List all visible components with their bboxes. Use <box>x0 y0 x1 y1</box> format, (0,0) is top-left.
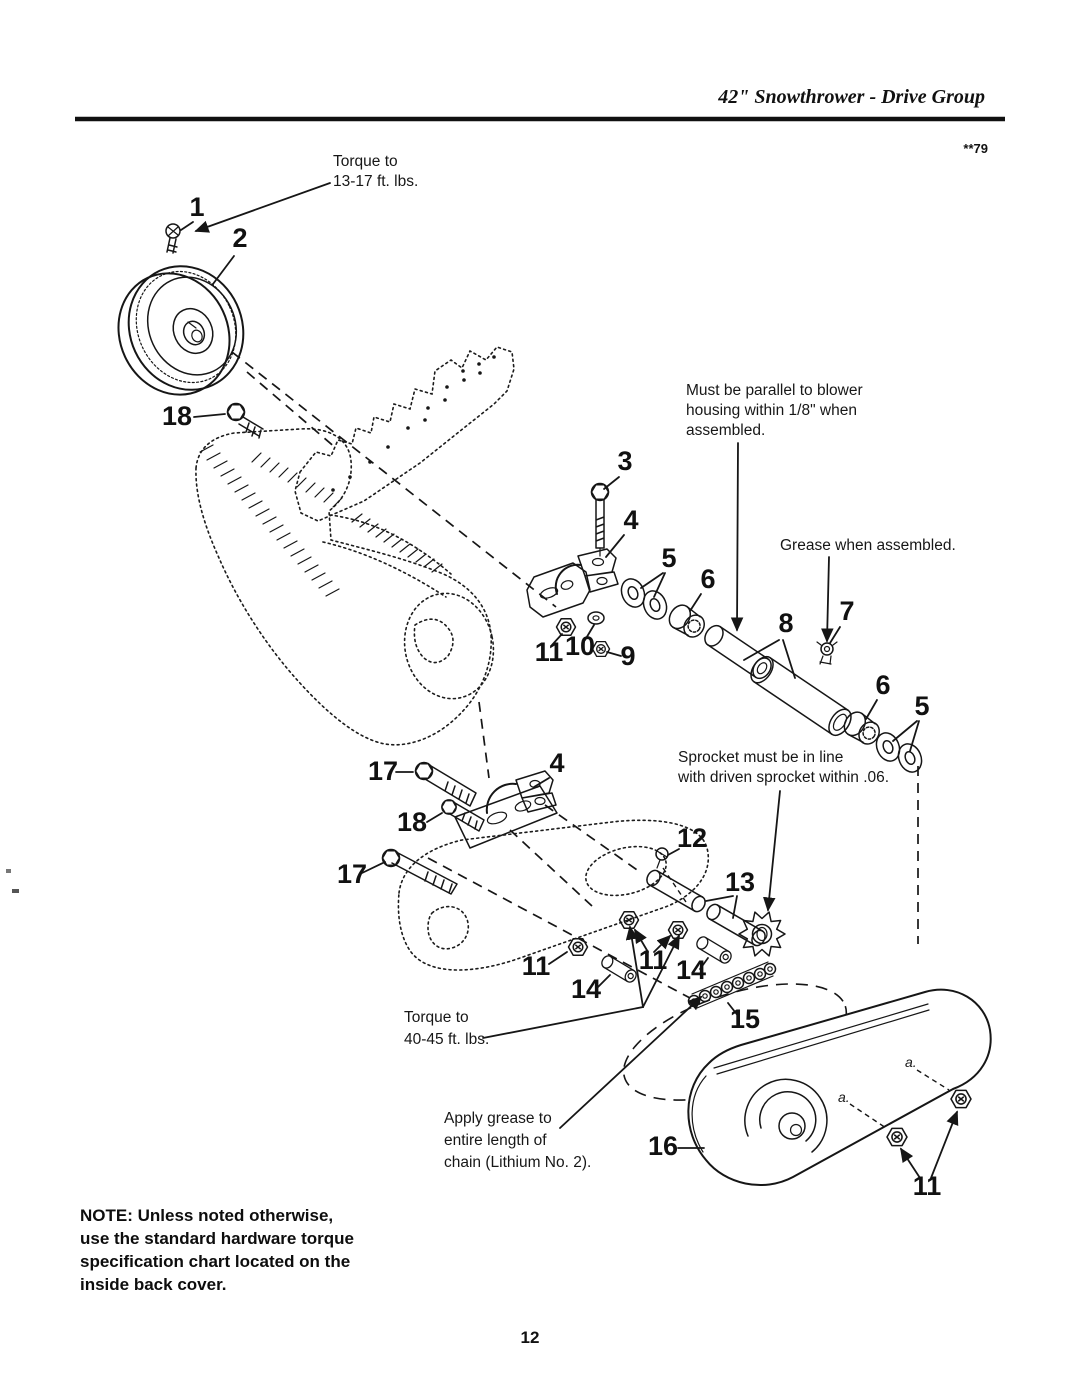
callout-6-upper: 6 <box>700 564 715 594</box>
page-code: **79 <box>963 141 988 156</box>
annotation-sprocket-2: with driven sprocket within .06. <box>677 769 889 786</box>
part-grease-fitting-7 <box>816 641 838 665</box>
callout-17-upper: 17 <box>368 756 398 786</box>
annotation-parallel-3: assembled. <box>686 422 765 439</box>
part-bolt-3 <box>590 482 610 557</box>
annotation-parallel-2: housing within 1/8" when <box>686 402 857 419</box>
callout-3: 3 <box>617 446 632 476</box>
callout-18-lower: 18 <box>397 807 427 837</box>
callout-numbers: 1 2 18 3 4 5 6 8 7 6 5 11 10 9 17 18 17 … <box>162 192 941 1201</box>
part-nut-11-cover-2 <box>950 1089 972 1109</box>
callout-1: 1 <box>189 192 204 222</box>
part-nut-11-cover-1 <box>886 1127 908 1147</box>
annotation-chain-grease-3: chain (Lithium No. 2). <box>444 1154 591 1171</box>
annotation-ref-a-1: a. <box>838 1089 850 1105</box>
annotation-texts: Torque to 13-17 ft. lbs. Must be paralle… <box>333 153 956 1171</box>
part-pulley <box>117 265 245 396</box>
callout-4-upper: 4 <box>623 505 638 535</box>
part-nut-11-mid-2 <box>667 921 689 939</box>
footer-note: NOTE: Unless noted otherwise, use the st… <box>80 1206 354 1294</box>
part-sprocket <box>738 911 786 957</box>
callout-11-mid-left: 11 <box>522 951 551 981</box>
part-chain-cover-16 <box>687 988 992 1187</box>
leader-lines <box>180 182 959 1179</box>
callout-17-lower: 17 <box>337 859 367 889</box>
annotation-chain-grease-1: Apply grease to <box>444 1110 552 1127</box>
note-line-3: specification chart located on the <box>80 1252 350 1271</box>
annotation-arrows <box>482 442 834 1129</box>
part-shaft-13a <box>646 869 706 913</box>
callout-13: 13 <box>725 867 755 897</box>
annotation-torque-bottom-2: 40-45 ft. lbs. <box>404 1031 489 1048</box>
callout-14-right: 14 <box>676 955 706 985</box>
scan-marks <box>6 869 19 893</box>
frame-holes <box>331 355 496 492</box>
callout-4-lower: 4 <box>549 748 564 778</box>
page-number: 12 <box>521 1328 540 1347</box>
note-line-2: use the standard hardware torque <box>80 1229 354 1248</box>
annotation-chain-grease-2: entire length of <box>444 1132 547 1149</box>
part-tube-8-long <box>750 655 852 737</box>
callout-5-right: 5 <box>914 691 929 721</box>
annotation-torque-bottom-1: Torque to <box>404 1009 469 1026</box>
annotation-torque-top-2: 13-17 ft. lbs. <box>333 173 418 190</box>
part-bolt-17-upper <box>414 761 477 807</box>
part-bushing-6-upper <box>664 600 710 643</box>
part-pivot-bracket-4-lower <box>454 770 558 849</box>
page-title: 42" Snowthrower - Drive Group <box>717 86 985 108</box>
callout-11-cover: 11 <box>913 1171 942 1201</box>
blower-housing-phantom <box>195 346 515 746</box>
part-bolt-18-upper <box>226 402 264 439</box>
callout-12: 12 <box>677 823 707 853</box>
part-screw-1 <box>165 223 181 254</box>
chain-case-phantom-plate <box>397 819 709 971</box>
part-nut-11-mid-1 <box>618 911 640 929</box>
part-bolt-18-lower <box>441 799 485 832</box>
annotation-sprocket-1: Sprocket must be in line <box>678 749 843 766</box>
part-bolt-17-lower <box>381 848 458 895</box>
note-line-1: NOTE: Unless noted otherwise, <box>80 1206 333 1225</box>
part-pivot-bracket-4-upper <box>526 548 619 618</box>
page-header: 42" Snowthrower - Drive Group **79 <box>75 86 1005 156</box>
note-line-4: inside back cover. <box>80 1275 226 1294</box>
annotation-grease: Grease when assembled. <box>780 537 956 554</box>
part-screw-12 <box>655 847 669 869</box>
callout-8: 8 <box>778 608 793 638</box>
callout-11-mid: 11 <box>639 945 668 975</box>
callout-6-right: 6 <box>875 670 890 700</box>
annotation-ref-a-2: a. <box>905 1054 917 1070</box>
annotation-parallel-1: Must be parallel to blower <box>686 382 863 399</box>
callout-10: 10 <box>565 631 595 661</box>
alignment-dashed-lines <box>231 351 919 1101</box>
callout-16: 16 <box>648 1131 678 1161</box>
callout-18-upper: 18 <box>162 401 192 431</box>
part-tube-8-short <box>704 624 772 680</box>
callout-2: 2 <box>232 223 247 253</box>
callout-7: 7 <box>839 596 854 626</box>
callout-14-left: 14 <box>571 974 601 1004</box>
part-washer-10 <box>587 611 605 625</box>
callout-5-upper: 5 <box>661 543 676 573</box>
part-nut-11-mid-left <box>567 938 589 956</box>
callout-9: 9 <box>620 641 635 671</box>
annotation-torque-top-1: Torque to <box>333 153 398 170</box>
callout-11-left: 11 <box>535 637 564 667</box>
callout-15: 15 <box>730 1004 760 1034</box>
